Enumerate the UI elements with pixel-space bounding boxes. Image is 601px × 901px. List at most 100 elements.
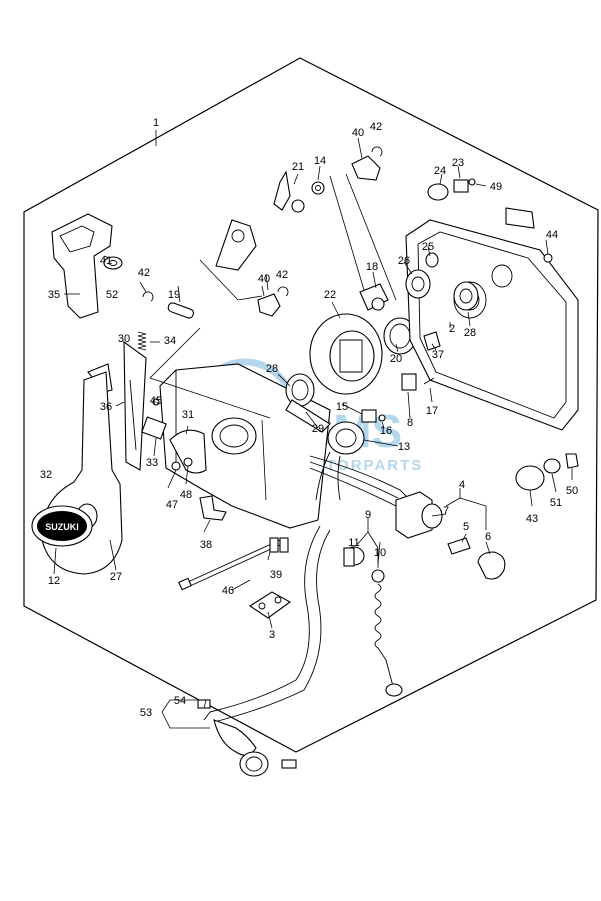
callout-25: 25: [422, 241, 434, 253]
screw-49: [468, 178, 476, 186]
gear-26: [405, 269, 431, 299]
callout-48: 48: [180, 489, 192, 501]
callout-31: 31: [182, 409, 194, 421]
ring-25: [425, 252, 439, 268]
callout-51: 51: [550, 497, 562, 509]
clip-42-top: [371, 146, 383, 157]
washer-14: [311, 181, 325, 195]
screw-44: [543, 253, 553, 263]
block-23: [505, 207, 535, 229]
bushing-28-right: [453, 281, 479, 311]
nut-50: [565, 453, 579, 469]
callout-49: 49: [490, 181, 502, 193]
callout-14: 14: [314, 155, 326, 167]
callout-8: 8: [407, 417, 413, 429]
bracket-38: [199, 495, 227, 521]
callout-18: 18: [366, 261, 378, 273]
grommet-43: [515, 465, 545, 491]
callout-22: 22: [324, 289, 336, 301]
callout-41: 41: [100, 255, 112, 267]
callout-3: 3: [269, 629, 275, 641]
nut-21: [291, 199, 305, 213]
callout-13: 13: [398, 441, 410, 453]
cap-6: [477, 551, 506, 580]
spring-34: [137, 331, 147, 351]
screw-16: [378, 414, 386, 422]
callout-40-top: 40: [352, 127, 364, 139]
stop-switch-11: [343, 546, 365, 567]
trim-switch-13: [315, 421, 365, 501]
pin-19: [167, 302, 195, 319]
callout-1: 1: [153, 117, 159, 129]
callout-2: 2: [449, 323, 455, 335]
callout-39: 39: [270, 569, 282, 581]
guide-line-2: [149, 327, 271, 419]
callout-27: 27: [110, 571, 122, 583]
callout-42-top: 42: [370, 121, 382, 133]
leader-lines: [53, 130, 573, 729]
callout-26: 26: [398, 255, 410, 267]
callout-16: 16: [380, 425, 392, 437]
callout-42-left: 42: [138, 267, 150, 279]
clip-39b: [279, 537, 289, 553]
callout-38: 38: [200, 539, 212, 551]
callout-7: 7: [443, 505, 449, 517]
callout-53: 53: [140, 707, 152, 719]
bushing-28-center: [285, 373, 315, 407]
callout-52: 52: [106, 289, 118, 301]
bracket-40-lower: [257, 293, 281, 317]
gear-segment-31: [169, 429, 207, 474]
screw-17: [423, 377, 435, 385]
callout-6: 6: [485, 531, 491, 543]
callout-47: 47: [166, 499, 178, 511]
lanyard-clip-10: [371, 569, 385, 583]
callout-15: 15: [336, 401, 348, 413]
bolt-46: [178, 539, 283, 591]
plate-33: [141, 416, 167, 440]
washer-51: [543, 458, 561, 474]
lanyard-clip: [385, 683, 403, 697]
guide-line-4: [345, 173, 397, 301]
callout-30: 30: [118, 333, 130, 345]
callout-40-lower: 40: [258, 273, 270, 285]
callout-34: 34: [164, 335, 176, 347]
wire-bundle: [309, 455, 411, 501]
wire-harness-tube: [203, 525, 331, 777]
callout-50: 50: [566, 485, 578, 497]
key-5: [447, 537, 471, 555]
callout-36: 36: [100, 401, 112, 413]
callout-5: 5: [463, 521, 469, 533]
callout-33: 33: [146, 457, 158, 469]
callout-45: 45: [150, 395, 162, 407]
washer-52: [103, 256, 123, 270]
guide-line-3: [329, 175, 365, 291]
callout-labels: 1 2 3 4 5 6 7 8 9 10 11 12 13 14 15 16 1…: [40, 117, 578, 719]
arm-29: [285, 399, 331, 433]
callout-9: 9: [365, 509, 371, 521]
screw-45: [152, 398, 160, 406]
clip-42-lower: [277, 286, 289, 297]
callout-11: 11: [348, 537, 359, 549]
callout-24: 24: [434, 165, 446, 177]
plate-3: [248, 591, 292, 619]
callout-19: 19: [168, 289, 180, 301]
callout-10: 10: [374, 547, 386, 559]
callout-32: 32: [40, 469, 52, 481]
clip-42-left: [142, 291, 154, 302]
clip-39a: [269, 537, 279, 553]
callout-35: 35: [48, 289, 60, 301]
callout-20: 20: [390, 353, 402, 365]
guide-line-1: [199, 259, 263, 301]
callout-54: 54: [174, 695, 186, 707]
callout-37: 37: [432, 349, 444, 361]
callout-12: 12: [48, 575, 60, 587]
callout-23: 23: [452, 157, 464, 169]
main-housing: [159, 363, 331, 529]
block-15: [361, 409, 377, 423]
lever-21: [273, 170, 291, 211]
cam-plate-22: [309, 313, 383, 395]
switch-8: [401, 373, 417, 391]
washer-48: [183, 457, 193, 467]
assembly-frame: [23, 57, 599, 753]
